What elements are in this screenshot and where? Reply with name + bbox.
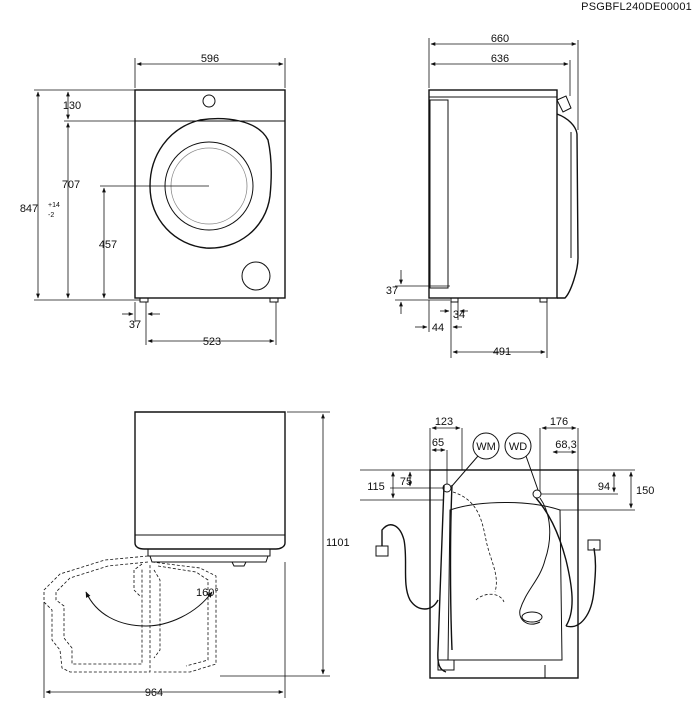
side-view: 660 636 37 34 44 491 xyxy=(386,33,579,358)
label-wd: WD xyxy=(509,441,527,453)
front-cabinet xyxy=(134,89,286,299)
wm-hose-connector xyxy=(375,545,389,557)
dim-wm-height-a: 115 xyxy=(367,481,385,493)
wm-label-circle xyxy=(472,432,500,460)
wd-inlet-hose xyxy=(535,497,573,627)
appliance-side-lower xyxy=(134,411,286,550)
dim-wd-inner: 68,3 xyxy=(555,439,576,451)
dim-width: 596 xyxy=(201,53,219,65)
side-door-profile xyxy=(556,113,579,299)
dim-open-height: 1101 xyxy=(326,537,350,549)
dim-foot-offset: 37 xyxy=(129,319,141,331)
door-open-outline-outer xyxy=(43,555,151,673)
side-foot-front xyxy=(539,297,548,303)
door-hinge-base xyxy=(149,555,269,563)
filter-cover xyxy=(241,261,271,291)
document-code: PSGBFL240DE00001 xyxy=(581,1,692,13)
dim-total-height: 847 xyxy=(20,203,38,215)
door-open-outline-inner xyxy=(55,561,149,665)
dim-open-depth: 964 xyxy=(145,687,163,699)
wm-inlet-hose-b xyxy=(449,484,453,651)
dim-wd-height-a: 94 xyxy=(598,481,610,493)
dim-foot-spacing: 523 xyxy=(203,336,221,348)
side-cabinet xyxy=(428,89,558,299)
side-back-panel xyxy=(429,99,449,289)
dim-wm-offset: 123 xyxy=(435,416,453,428)
wm-supply-hose xyxy=(381,524,439,610)
door-angle-arc xyxy=(85,591,213,627)
dim-tol-plus: +14 xyxy=(48,202,60,209)
dim-depth-total: 660 xyxy=(491,33,509,45)
wm-drain-route xyxy=(452,491,497,593)
side-knob xyxy=(556,95,572,113)
dim-drum-center: 707 xyxy=(62,179,80,191)
wd-label-circle xyxy=(504,432,532,460)
door-open-view: 160° 1101 964 xyxy=(43,411,350,699)
dim-side-foot-height: 37 xyxy=(386,285,398,297)
dim-side-foot-width: 34 xyxy=(453,309,465,321)
door-open-outline-side xyxy=(151,561,217,673)
dim-tol-minus: -2 xyxy=(48,212,54,219)
dim-side-foot-offset: 44 xyxy=(432,322,444,334)
program-knob xyxy=(202,94,216,108)
rear-access-panel xyxy=(447,502,563,661)
rear-view: WM WD 123 xyxy=(360,416,654,679)
label-wm: WM xyxy=(476,441,496,453)
wm-inlet-hose-a xyxy=(437,484,447,673)
dim-wd-offset: 176 xyxy=(550,416,568,428)
side-foot-rear xyxy=(450,297,459,303)
wd-hose-connector xyxy=(587,539,601,551)
wd-supply-hose xyxy=(565,547,597,628)
wm-hose-base xyxy=(437,659,455,671)
door-ring xyxy=(149,117,273,249)
wd-drain-route xyxy=(519,497,551,625)
dim-depth-body: 636 xyxy=(491,53,509,65)
dim-top-panel: 130 xyxy=(63,100,81,112)
front-foot-right xyxy=(269,297,279,303)
dim-side-foot-spacing: 491 xyxy=(493,346,511,358)
dim-door-angle: 160° xyxy=(196,587,219,599)
front-view: 596 847 +14 -2 130 707 457 xyxy=(20,53,286,348)
rear-cabinet xyxy=(429,469,579,679)
dim-wd-height-b: 150 xyxy=(636,485,654,497)
dim-wm-height-b: 75 xyxy=(400,476,412,488)
dim-wm-inner: 65 xyxy=(432,437,444,449)
dim-door-bottom: 457 xyxy=(99,239,117,251)
